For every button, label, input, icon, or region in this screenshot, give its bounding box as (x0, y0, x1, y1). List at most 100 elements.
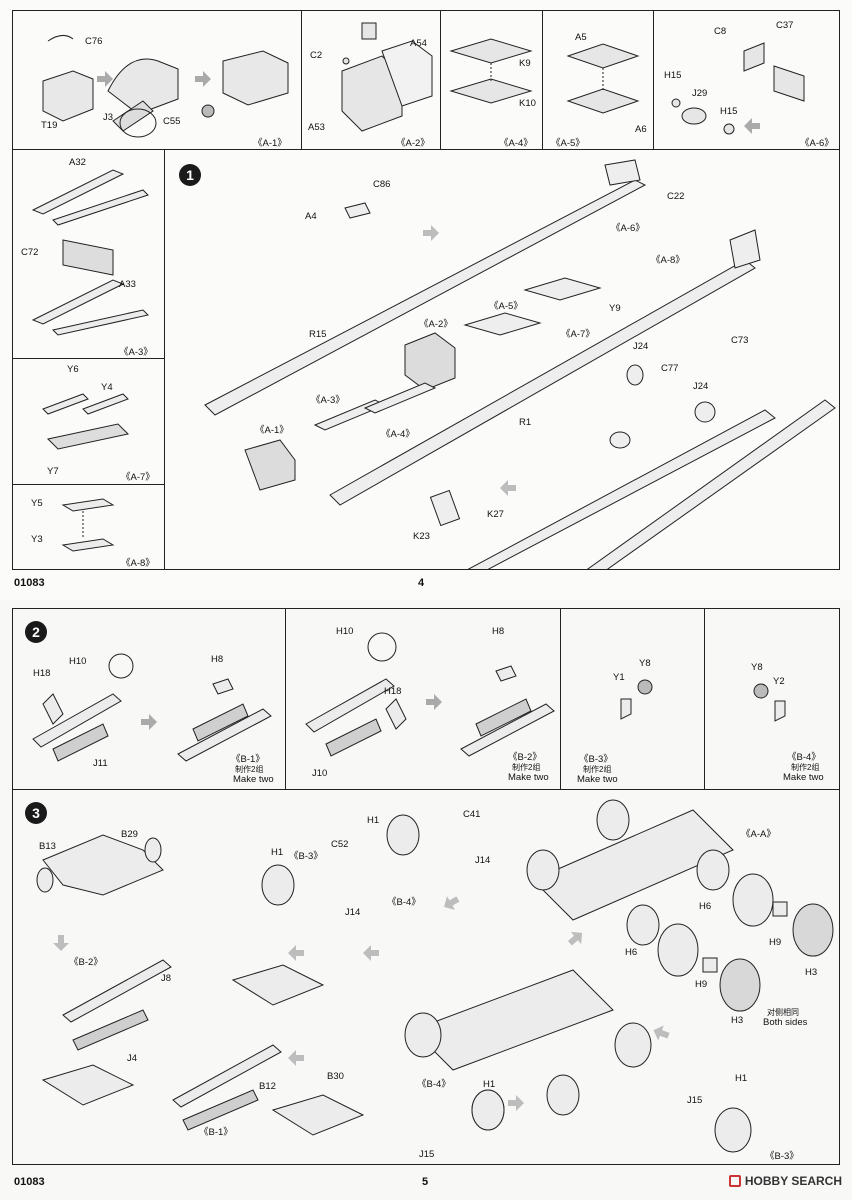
make-two-en-b4: Make two (783, 772, 824, 783)
label-a33: A33 (119, 279, 136, 290)
subassembly-a3: 《A-3》 (119, 347, 153, 358)
label-c37: C37 (776, 20, 794, 31)
label-h1-d: H1 (735, 1073, 748, 1084)
subassembly-a8: 《A-8》 (121, 558, 155, 569)
subassembly-a2-ref: 《A-2》 (419, 319, 453, 330)
b3-drawing (620, 679, 653, 720)
subassembly-a7-ref: 《A-7》 (561, 329, 595, 340)
watermark-logo-icon (728, 1175, 741, 1187)
both-sides-cn: 对侧相同 (767, 1008, 799, 1017)
label-j15-a: J15 (419, 1149, 435, 1160)
subassembly-a5: 《A-5》 (551, 138, 585, 149)
label-a6: A6 (635, 124, 647, 135)
product-code-p5: 01083 (14, 1176, 45, 1188)
a4-drawing (449, 38, 533, 104)
label-k9: K9 (519, 58, 531, 69)
label-c77: C77 (661, 363, 679, 374)
product-code-p4: 01083 (14, 577, 45, 589)
label-j11: J11 (93, 758, 108, 769)
subassembly-b4: 《B-4》 (787, 752, 821, 763)
label-c73: C73 (731, 335, 749, 346)
watermark-text: HOBBY SEARCH (744, 1174, 842, 1188)
label-b12: B12 (259, 1081, 276, 1092)
label-c22: C22 (667, 191, 685, 202)
make-two-cn-b1: 制作2组 (235, 765, 264, 774)
label-h9-b: H9 (695, 979, 708, 990)
label-b29: B29 (121, 829, 138, 840)
label-y6: Y6 (67, 364, 79, 375)
subassembly-a3-ref: 《A-3》 (311, 395, 345, 406)
page-4: C76 T19 J3 C55 《A-1》 C2 A54 A53 《A-2》 (12, 10, 840, 589)
label-y3: Y3 (31, 534, 43, 545)
label-j14-b: J14 (475, 855, 491, 866)
page-number-4: 4 (418, 577, 425, 589)
label-h3-b: H3 (731, 1015, 744, 1026)
step-3-panel: 3 B13 B29 H1 《B-3》 C52 J14 H1 C41 J14 《B… (12, 789, 840, 1165)
label-c2: C2 (310, 50, 323, 61)
label-j10: J10 (312, 768, 328, 779)
chassis-frame-drawing (204, 159, 836, 569)
panel-a4: K9 K10 《A-4》 (440, 10, 543, 150)
subassembly-b3-ref-bottom: 《B-3》 (765, 1151, 799, 1162)
b4-drawing (753, 683, 786, 722)
label-k10: K10 (519, 98, 536, 109)
subassembly-aa-ref: 《A-A》 (741, 829, 776, 840)
subassembly-a6-ref: 《A-6》 (611, 223, 645, 234)
label-c8: C8 (714, 26, 727, 37)
make-two-en-b1: Make two (233, 774, 274, 785)
panel-a7: Y6 Y4 Y7 《A-7》 (12, 358, 165, 485)
label-h9-a: H9 (769, 937, 782, 948)
subassembly-b2-ref: 《B-2》 (69, 957, 103, 968)
label-j8: J8 (161, 973, 172, 984)
a1-drawing (42, 35, 289, 138)
label-r1: R1 (519, 417, 532, 428)
label-h6-a: H6 (699, 901, 712, 912)
label-c86: C86 (373, 179, 391, 190)
label-r15: R15 (309, 329, 327, 340)
panel-a1: C76 T19 J3 C55 《A-1》 (12, 10, 302, 150)
subassembly-a7: 《A-7》 (121, 472, 155, 483)
label-j29: J29 (692, 88, 708, 99)
make-two-cn-b4: 制作2组 (791, 763, 820, 772)
make-two-cn-b2: 制作2组 (512, 763, 541, 772)
step-2-b3-panel: Y8 Y1 《B-3》 制作2组 Make two (560, 608, 705, 790)
page-number-5: 5 (422, 1176, 429, 1188)
make-two-en-b3: Make two (577, 774, 618, 785)
page-5: 2 H18 H10 J11 H8 《B-1》 制作2组 Make two H10… (0, 600, 852, 1200)
label-h8: H8 (211, 654, 224, 665)
make-two-cn-b3: 制作2组 (583, 765, 612, 774)
step-2-b2-panel: H10 H8 H18 J10 《B-2》 制作2组 Make two (285, 608, 561, 790)
subassembly-b3-ref-top: 《B-3》 (289, 851, 323, 862)
label-t19: T19 (41, 120, 58, 131)
label-c52: C52 (331, 839, 349, 850)
subassembly-a8-ref: 《A-8》 (651, 255, 685, 266)
panel-a6: C8 C37 H15 J29 H15 《A-6》 (653, 10, 840, 150)
label-c41: C41 (463, 809, 481, 820)
a2-drawing (341, 22, 433, 132)
label-h1-a: H1 (271, 847, 284, 858)
label-y7: Y7 (47, 466, 59, 477)
a5-drawing (566, 43, 640, 114)
label-y5: Y5 (31, 498, 43, 509)
label-h10-b2: H10 (336, 626, 354, 637)
label-j24-top: J24 (633, 341, 649, 352)
label-h1-b: H1 (367, 815, 380, 826)
step-2-badge: 2 (25, 621, 47, 643)
label-h15-top: H15 (664, 70, 682, 81)
label-y2: Y2 (773, 676, 785, 687)
label-h18-b2: H18 (384, 686, 402, 697)
axle-assembly-drawing (36, 799, 834, 1153)
label-j14-a: J14 (345, 907, 361, 918)
label-a54: A54 (410, 38, 427, 49)
label-k23: K23 (413, 531, 430, 542)
b1-drawing (32, 653, 272, 762)
subassembly-a6: 《A-6》 (800, 138, 834, 149)
a6-drawing (671, 42, 805, 135)
a7-drawing (42, 393, 130, 450)
subassembly-b1-ref: 《B-1》 (199, 1127, 233, 1138)
label-k27: K27 (487, 509, 504, 520)
panel-a5: A5 A6 《A-5》 (542, 10, 654, 150)
label-h8-b2: H8 (492, 626, 505, 637)
label-j24-bottom: J24 (693, 381, 709, 392)
subassembly-b1: 《B-1》 (231, 754, 265, 765)
